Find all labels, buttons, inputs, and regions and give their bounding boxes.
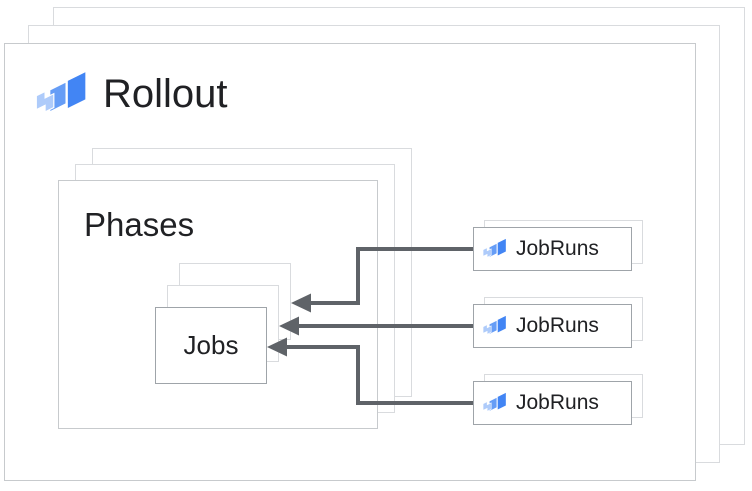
phases-title: Phases	[84, 206, 195, 243]
jobruns-3-label: JobRuns	[516, 391, 599, 414]
jobruns-2-label: JobRuns	[516, 314, 599, 337]
jobruns-2-card: JobRuns	[473, 304, 632, 348]
jobruns-1-card: JobRuns	[473, 227, 632, 271]
jobs-card: Jobs	[155, 307, 267, 384]
cloud-deploy-icon	[482, 236, 508, 262]
cloud-deploy-icon	[34, 66, 90, 122]
cloud-deploy-icon	[482, 390, 508, 416]
jobs-title: Jobs	[183, 330, 239, 360]
cloud-deploy-icon	[482, 313, 508, 339]
rollout-title: Rollout	[103, 72, 228, 116]
jobruns-3-card: JobRuns	[473, 381, 632, 425]
jobruns-1-label: JobRuns	[516, 237, 599, 260]
rollout-header: Rollout	[34, 66, 228, 122]
